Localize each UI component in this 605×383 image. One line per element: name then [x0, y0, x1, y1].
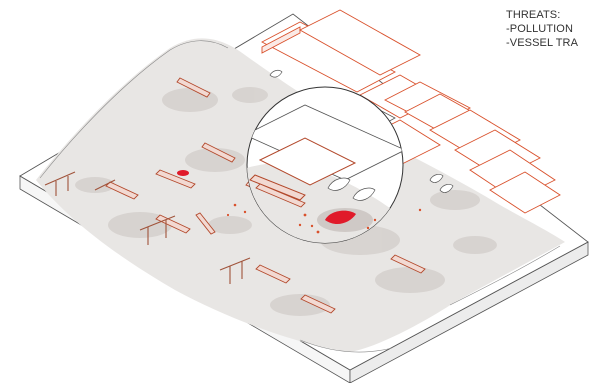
- threat-item-vessel-traffic: -VESSEL TRA: [506, 36, 605, 50]
- threat-item-pollution: -POLLUTION: [506, 22, 605, 36]
- threats-heading: THREATS:: [506, 8, 605, 22]
- threats-label: THREATS: -POLLUTION -VESSEL TRA: [506, 8, 605, 50]
- pollution-spot-small: [177, 170, 189, 176]
